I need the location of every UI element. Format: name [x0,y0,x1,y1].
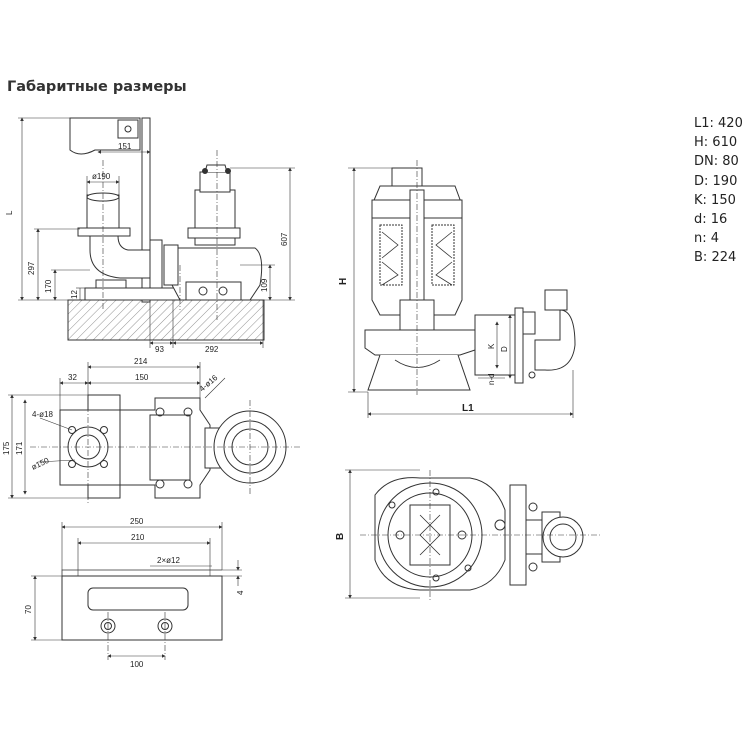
spec-item: L1: 420 [694,116,743,131]
dim-label: ø150 [30,456,51,472]
dim-label: n-d [487,373,496,385]
foundation [67,299,265,341]
dim-label: 297 [27,261,36,275]
dim-label: 12 [70,290,79,299]
dim-label: 32 [68,373,77,382]
dim-label: 170 [44,279,53,293]
spec-item: B: 224 [694,250,737,266]
side-view-dimensions [18,117,295,348]
dim-label: 100 [130,660,144,669]
spec-list: L1: 420 H: 610 DN: 80 D: 190 K: 150 d: 1… [694,114,743,268]
dim-label: ø190 [92,172,111,181]
dim-label: B [335,533,346,540]
pump-top-drawing [360,470,600,600]
pump-front-dimensions [348,167,574,418]
pump-top-labels: B [335,533,346,540]
dim-label: H [338,278,349,285]
dim-label: L [5,210,14,215]
pump-top-dimensions [345,469,420,599]
dim-label: 292 [205,345,219,354]
spec-item: H: 610 [694,135,738,151]
dim-label: 214 [134,357,148,366]
pump-front-drawing [364,160,576,395]
dim-label: 150 [135,373,149,382]
spec-item: DN: 80 [694,154,739,170]
pump-front-labels: H L1 K D n-d [338,278,509,414]
spec-item: D: 190 [694,173,738,189]
dim-label: 175 [2,441,11,455]
base-plate-dimensions [31,522,242,658]
dim-label: L1 [462,403,474,414]
spec-item: d: 16 [694,212,728,228]
top-view-drawing [30,394,300,505]
dim-label: 171 [15,441,24,455]
side-view-labels: 151 ø190 L 297 170 12 607 109 93 292 [5,142,289,354]
dim-label: 607 [280,232,289,246]
dim-label: 4-ø18 [32,410,53,419]
dim-label: 93 [155,345,164,354]
dim-label: K [487,343,496,349]
page-title: Габаритные размеры [7,79,187,95]
dim-label: 2×ø12 [157,556,180,565]
dim-label: 4 [236,590,245,595]
dim-label: 70 [24,605,33,614]
base-plate-labels: 250 210 2×ø12 70 4 100 [24,517,245,669]
dim-label: 109 [260,278,269,292]
dim-label: 250 [130,517,144,526]
base-plate-drawing [61,569,223,660]
top-view-dimensions [8,362,226,499]
dim-label: 151 [118,142,132,151]
spec-item: n: 4 [694,231,720,247]
dim-label: D [500,346,509,352]
spec-item: K: 150 [694,192,736,208]
side-view-drawing [67,117,265,341]
dim-label: 4-ø16 [198,373,220,394]
dim-label: 210 [131,533,145,542]
